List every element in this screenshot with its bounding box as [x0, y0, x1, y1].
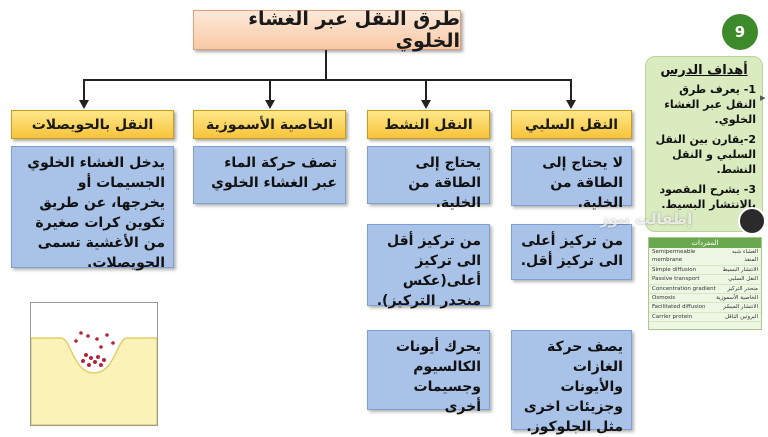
objective-item: 1- يعرف طرق النقل عبر الغشاء الخلوي. — [664, 83, 756, 126]
card-passive-energy: لا يحتاج إلى الطاقة من الخلية. — [511, 146, 632, 211]
glossary-title: المفردات — [649, 238, 761, 248]
heading-vesicles: النقل بالحويصلات — [11, 110, 174, 139]
card-vesicles-definition: يدخل الغشاء الخلوي الجسيمات أو يخرجها، ع… — [11, 146, 174, 271]
title-stem-line — [325, 50, 327, 80]
arrow-vesicles — [79, 100, 89, 109]
branch-line — [83, 79, 572, 81]
watermark-text: إطفالت نيوز — [600, 210, 693, 228]
heading-passive: النقل السلبي — [511, 110, 632, 139]
card-osmosis-definition: تصف حركة الماء عبر الغشاء الخلوي — [193, 146, 346, 204]
card-active-ions: يحرك أيونات الكالسيوم وجسيمات أخرى — [367, 330, 490, 415]
mouse-cursor-icon: ▸ — [760, 91, 766, 104]
card-active-energy: يحتاج إلى الطاقة من الخلية. — [367, 146, 490, 211]
heading-active: النقل النشط — [367, 110, 490, 139]
branch-drop-passive — [570, 79, 572, 101]
objective-item: 3- يشرح المقصود بالانتشار البسيط. — [659, 183, 756, 211]
objectives-title: أهداف الدرس — [660, 63, 748, 78]
arrow-active — [421, 100, 431, 109]
vesicle-illustration — [30, 302, 158, 426]
branch-drop-osmosis — [269, 79, 271, 101]
card-passive-molecules: يصف حركة الغازات والأيونات وجزيئات اخرى … — [511, 330, 632, 435]
branch-drop-vesicles — [83, 79, 85, 101]
heading-osmosis: الخاصية الأسموزية — [193, 110, 346, 139]
watermark-logo-icon — [738, 207, 766, 235]
diagram-title: طرق النقل عبر الغشاء الخلوي — [193, 8, 461, 52]
card-passive-gradient: من تركيز أعلى الى تركيز أقل. — [511, 224, 632, 280]
card-active-gradient: من تركيز أقل الى تركيز أعلى(عكس منحدر ال… — [367, 224, 490, 309]
branch-drop-active — [425, 79, 427, 101]
objective-item: 2-يقارن بين النقل السلبي و النقل النشط. — [655, 133, 756, 176]
lesson-objectives-panel: أهداف الدرس 1- يعرف طرق النقل عبر الغشاء… — [645, 56, 763, 232]
arrow-osmosis — [265, 100, 275, 109]
endocytosis-drawing — [30, 331, 158, 426]
arrow-passive — [566, 100, 576, 109]
slide-number-badge: 9 — [722, 14, 758, 50]
